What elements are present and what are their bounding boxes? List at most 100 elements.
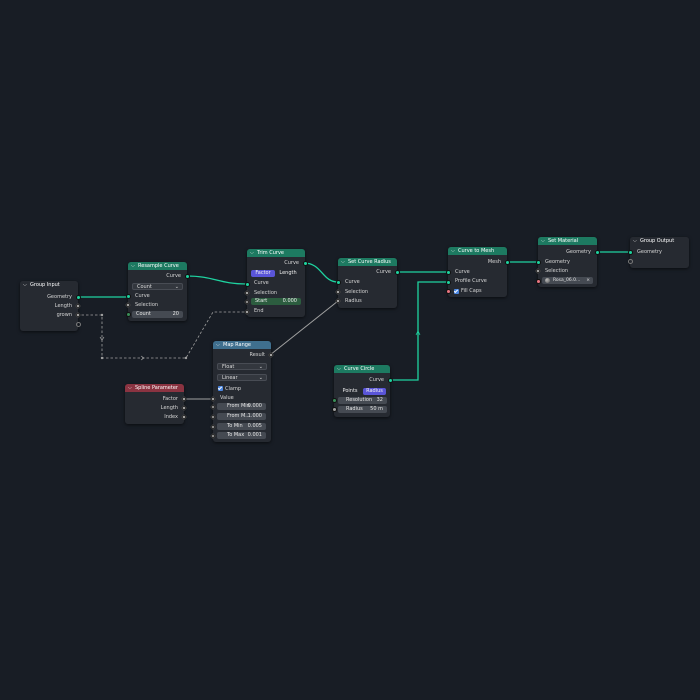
geometry-socket[interactable]: [504, 259, 510, 265]
node-header[interactable]: ⌵ Curve Circle: [334, 365, 390, 373]
float-socket[interactable]: [210, 414, 216, 420]
node-title: Curve Circle: [344, 366, 375, 372]
input-socket-row: Profile Curve: [448, 277, 507, 285]
float-socket[interactable]: [244, 299, 250, 305]
geometry-socket[interactable]: [302, 260, 308, 266]
mode-length-toggle[interactable]: Length: [279, 270, 297, 276]
chevron-down-icon: ⌄: [258, 375, 263, 381]
geometry-socket[interactable]: [445, 279, 451, 285]
geometry-socket[interactable]: [125, 293, 131, 299]
chevron-down-icon[interactable]: ⌵: [216, 342, 220, 348]
material-field[interactable]: Rosa_06.0...×: [542, 277, 593, 284]
node-curve-to-mesh[interactable]: ⌵ Curve to Mesh Mesh Curve Profile Curve…: [445, 247, 510, 297]
close-icon[interactable]: ×: [586, 278, 590, 283]
geometry-socket[interactable]: [535, 259, 541, 265]
node-header[interactable]: ⌵ Group Input: [20, 281, 78, 289]
geometry-socket[interactable]: [445, 269, 451, 275]
mode-dropdown[interactable]: Count⌄: [132, 283, 183, 290]
link-resample-to-trim: [185, 275, 248, 285]
mode-factor-toggle[interactable]: Factor: [251, 270, 275, 277]
empty-socket[interactable]: [627, 258, 633, 264]
node-curve-circle[interactable]: ⌵ Curve Circle Curve Points Radius Resol…: [331, 365, 393, 417]
node-header[interactable]: ⌵ Set Curve Radius: [338, 258, 397, 266]
input-socket-row: Selection: [338, 288, 397, 296]
bool-socket[interactable]: [445, 288, 451, 294]
clamp-checkbox[interactable]: [218, 386, 223, 391]
float-socket[interactable]: [210, 424, 216, 430]
empty-socket[interactable]: [75, 321, 81, 327]
chevron-down-icon[interactable]: ⌵: [250, 250, 254, 256]
socket-label: Curve: [345, 279, 360, 285]
chevron-down-icon[interactable]: ⌵: [341, 259, 345, 265]
output-socket-row: Geometry: [20, 293, 78, 301]
node-resample-curve[interactable]: ⌵ Resample Curve Curve Count⌄ Curve Sele…: [125, 262, 190, 321]
chevron-down-icon[interactable]: ⌵: [541, 238, 545, 244]
node-set-curve-radius[interactable]: ⌵ Set Curve Radius Curve Curve Selection…: [335, 258, 400, 308]
output-socket-row: Factor: [125, 395, 184, 403]
output-socket-row: Length: [125, 404, 184, 412]
node-header[interactable]: ⌵ Trim Curve: [247, 249, 305, 257]
link-trim-to-radius: [303, 262, 339, 283]
node-header[interactable]: ⌵ Set Material: [538, 237, 597, 245]
node-header[interactable]: ⌵ Spline Parameter: [125, 384, 184, 392]
chevron-down-icon[interactable]: ⌵: [337, 366, 341, 372]
mode-radius-toggle[interactable]: Radius: [363, 388, 386, 395]
geometry-socket[interactable]: [394, 269, 400, 275]
socket-label: End: [254, 308, 264, 314]
from-max-field[interactable]: From M...1.000: [217, 413, 266, 420]
geometry-socket[interactable]: [184, 273, 190, 279]
geometry-socket[interactable]: [244, 281, 250, 287]
output-socket-row: Curve: [128, 272, 187, 280]
node-group-input[interactable]: ⌵ Group Input Geometry Length grown: [20, 281, 81, 331]
socket-label: Profile Curve: [455, 278, 487, 284]
input-socket-row: Geometry: [538, 258, 597, 266]
node-set-material[interactable]: ⌵ Set Material Geometry Geometry Selecti…: [535, 237, 600, 287]
int-socket[interactable]: [125, 312, 131, 317]
material-socket[interactable]: [535, 278, 541, 284]
float-socket[interactable]: [331, 407, 337, 412]
node-title: Group Output: [640, 238, 675, 244]
node-group-output[interactable]: ⌵ Group Output Geometry: [627, 237, 689, 268]
node-header[interactable]: ⌵ Resample Curve: [128, 262, 187, 270]
node-header[interactable]: ⌵ Group Output: [630, 237, 689, 245]
node-header[interactable]: ⌵ Map Range: [213, 341, 271, 349]
geometry-socket[interactable]: [627, 249, 633, 255]
input-socket-row: Selection: [247, 289, 305, 297]
data-type-dropdown[interactable]: Float⌄: [217, 363, 267, 370]
geometry-socket[interactable]: [335, 279, 341, 285]
chevron-down-icon[interactable]: ⌵: [633, 238, 637, 244]
node-title: Spline Parameter: [135, 385, 178, 391]
geometry-socket[interactable]: [594, 249, 600, 255]
node-map-range[interactable]: ⌵ Map Range Result Float⌄ Linear⌄ Clamp …: [210, 341, 274, 442]
chevron-down-icon[interactable]: ⌵: [128, 385, 132, 391]
output-socket-row: Curve: [247, 259, 305, 267]
chevron-down-icon[interactable]: ⌵: [131, 263, 135, 269]
mode-points-toggle[interactable]: Points: [342, 388, 358, 394]
socket-label: Curve: [135, 293, 150, 299]
float-socket[interactable]: [210, 404, 216, 410]
chevron-down-icon[interactable]: ⌵: [23, 282, 27, 288]
node-header[interactable]: ⌵ Curve to Mesh: [448, 247, 507, 255]
fill-caps-checkbox[interactable]: [454, 288, 459, 294]
geometry-socket[interactable]: [387, 377, 393, 383]
int-socket[interactable]: [331, 398, 337, 403]
geometry-socket[interactable]: [75, 294, 81, 300]
output-socket-row: Curve: [334, 376, 390, 384]
socket-label: Selection: [345, 289, 369, 295]
interpolation-dropdown[interactable]: Linear⌄: [217, 374, 267, 381]
chevron-down-icon[interactable]: ⌵: [451, 248, 455, 254]
input-socket-row: Curve: [247, 279, 305, 287]
output-socket-row: Curve: [338, 268, 397, 276]
node-spline-parameter[interactable]: ⌵ Spline Parameter Factor Length Index: [125, 384, 187, 424]
socket-label: Result: [249, 352, 265, 358]
node-trim-curve[interactable]: ⌵ Trim Curve Curve Factor Length Curve S…: [244, 249, 308, 317]
float-socket[interactable]: [210, 433, 216, 439]
